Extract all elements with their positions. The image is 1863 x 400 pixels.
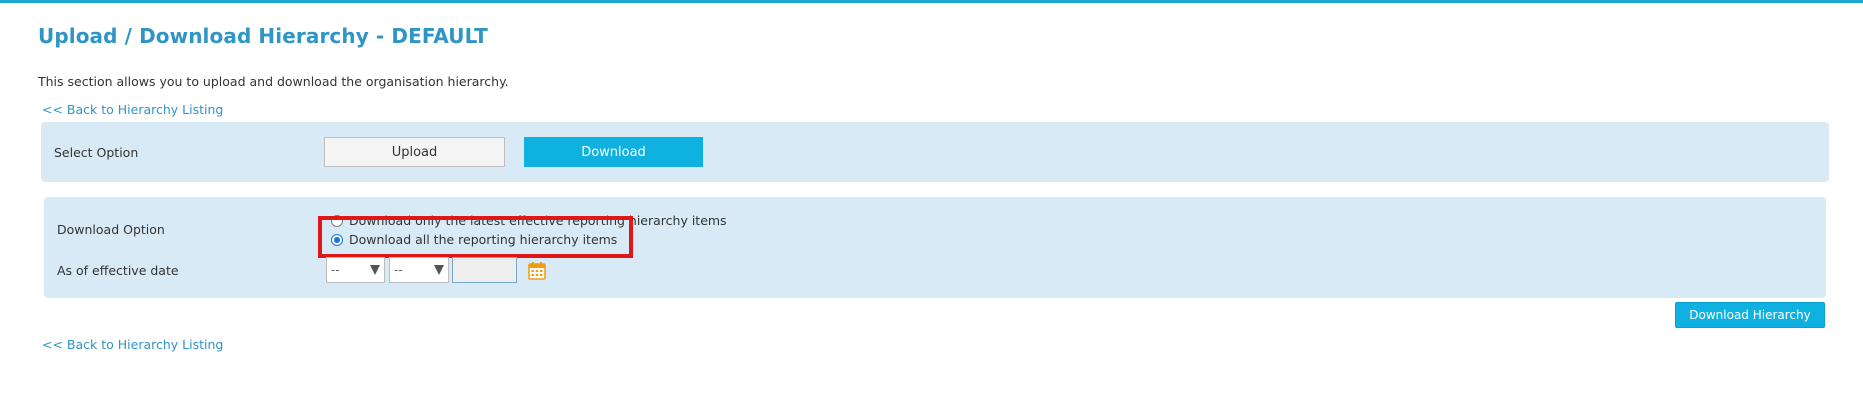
month-select-value: -- xyxy=(394,263,403,277)
day-select-value: -- xyxy=(331,263,340,277)
day-select[interactable]: -- xyxy=(326,257,385,283)
radio-label-all-items: Download all the reporting hierarchy ite… xyxy=(349,232,618,247)
chevron-down-icon xyxy=(370,265,380,275)
radio-button-checked[interactable] xyxy=(331,233,343,246)
select-option-panel xyxy=(41,122,1829,182)
calendar-icon[interactable] xyxy=(528,262,546,280)
upload-button[interactable]: Upload xyxy=(324,137,505,167)
back-to-hierarchy-listing-link-bottom[interactable]: << Back to Hierarchy Listing xyxy=(42,337,224,352)
month-select[interactable]: -- xyxy=(389,257,449,283)
download-hierarchy-button[interactable]: Download Hierarchy xyxy=(1675,302,1825,328)
page-description: This section allows you to upload and do… xyxy=(38,74,509,89)
radio-label-latest-effective: Download only the latest effective repor… xyxy=(349,213,727,228)
download-button[interactable]: Download xyxy=(524,137,703,167)
chevron-down-icon xyxy=(434,265,444,275)
year-input[interactable] xyxy=(452,257,517,283)
back-to-hierarchy-listing-link-top[interactable]: << Back to Hierarchy Listing xyxy=(42,102,224,117)
radio-all-items[interactable]: Download all the reporting hierarchy ite… xyxy=(331,232,617,247)
radio-button-unchecked[interactable] xyxy=(331,214,343,227)
radio-latest-effective[interactable]: Download only the latest effective repor… xyxy=(331,213,727,228)
effective-date-label: As of effective date xyxy=(57,263,179,278)
page-title: Upload / Download Hierarchy - DEFAULT xyxy=(38,24,488,48)
select-option-label: Select Option xyxy=(54,145,139,160)
download-option-label: Download Option xyxy=(57,222,165,237)
top-accent-bar xyxy=(0,0,1863,3)
download-option-panel xyxy=(44,197,1826,298)
